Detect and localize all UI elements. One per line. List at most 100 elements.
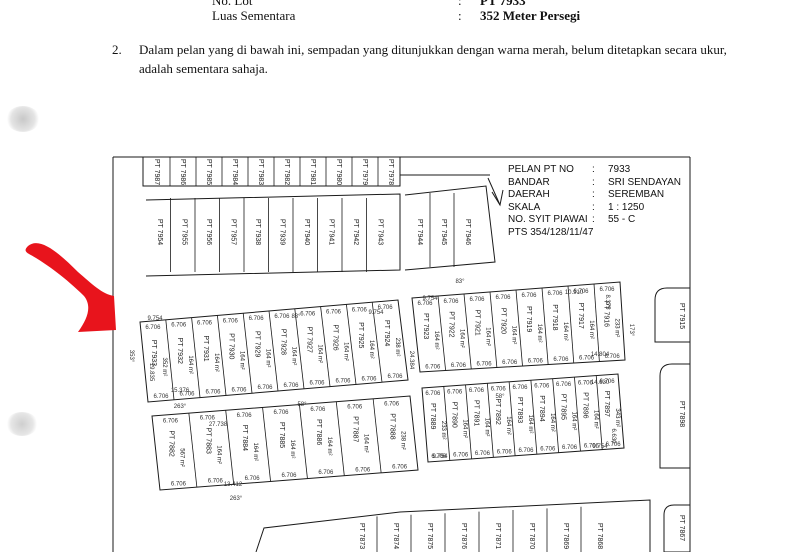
lot-label: PT 7921: [474, 309, 481, 335]
lot-area: 164 m²: [433, 331, 439, 350]
lot-label-row2: PT 7938: [254, 219, 261, 245]
dim-label: 6.706: [477, 361, 493, 367]
lot-area: 164 m²: [571, 412, 577, 431]
lot-area: 164 m²: [213, 353, 219, 372]
dim-label: 6.706: [200, 416, 216, 422]
lot-label-bottom: PT 7870: [528, 523, 535, 549]
dim-label: 6.706: [556, 382, 572, 388]
lot-divider: [567, 285, 575, 364]
dim-label: 6.706: [352, 307, 368, 313]
info-value: 55 - C: [608, 214, 636, 225]
bearing-label: 173°: [628, 324, 634, 337]
dim-label: 6.706: [310, 407, 326, 413]
dim-label: 6.706: [347, 404, 363, 410]
luas-value: 352 Meter Persegi: [480, 8, 581, 23]
info-value: 7933: [608, 164, 631, 175]
lot-label: PT 7925: [357, 322, 364, 348]
lot-label-top: PT 7980: [335, 159, 342, 185]
dim-label: 6.706: [534, 383, 550, 389]
lot-area: 164 m²: [536, 324, 542, 343]
dim-label: 6.706: [281, 473, 297, 479]
dim-label: 6.706: [512, 385, 528, 391]
lot-label-top: PT 7986: [179, 159, 186, 185]
lot-label-top: PT 7985: [205, 159, 212, 185]
lot-label-row2: PT 7940: [303, 219, 310, 245]
lot-label: PT 7916: [603, 301, 610, 327]
lot-area: 164 m²: [326, 437, 332, 456]
dim-label: 6.706: [237, 413, 253, 419]
dim-label: 6.706: [223, 318, 239, 324]
dim-label: 6.706: [475, 451, 491, 457]
lot-label: PT 7923: [422, 313, 429, 339]
lot-divider: [262, 407, 271, 482]
lot-label-row2: PT 7954: [156, 219, 163, 245]
lot-label: PT 7931: [202, 335, 209, 361]
dim-label: 6.706: [208, 479, 224, 485]
dim-label: 6.706: [606, 442, 622, 448]
info-row: PELAN PT NO : 7933: [508, 164, 681, 177]
lot-area: 164 m²: [187, 355, 193, 374]
dim-label: 6.706: [599, 287, 615, 293]
lot-label-row2: PT 7943: [377, 219, 384, 245]
dim-label: 6.706: [573, 289, 589, 295]
lot-divider: [465, 384, 472, 459]
bearing-label: 263°: [174, 404, 187, 410]
dim-label: 9.754: [422, 296, 438, 302]
info-reference: PTS 354/128/11/47: [508, 226, 594, 238]
lot-label: PT 7926: [331, 324, 338, 350]
lot-label: PT 7890: [451, 401, 458, 427]
dim-label: 6.706: [579, 355, 595, 361]
margin-smudge: [6, 106, 40, 132]
lot-label: PT 7918: [551, 304, 558, 330]
lot-area: 343 m²: [614, 408, 620, 427]
dim-label: 6.706: [584, 443, 600, 449]
lot-area: 164 m²: [252, 443, 258, 462]
dim-label: 6.706: [451, 363, 467, 369]
luas-colon: :: [458, 8, 462, 23]
dim-label: 6.706: [274, 314, 290, 320]
lot-label-row2: PT 7944: [416, 219, 423, 245]
lot-divider: [242, 313, 253, 394]
dim-label: 14.804: [591, 352, 610, 358]
plan-info-box: PELAN PT NO : 7933 BANDAR : SRI SENDAYAN…: [508, 164, 681, 239]
dim-label: 6.706: [163, 419, 179, 425]
lot-label-row2: PT 7955: [181, 219, 188, 245]
lot-area: 164 m²: [485, 327, 491, 346]
lot-label-bottom: PT 7873: [358, 523, 365, 549]
lot-divider: [541, 287, 549, 365]
lot-label: PT 7888: [389, 413, 396, 439]
lot-label-bottom: PT 7876: [460, 523, 467, 549]
no-lot-label: No. Lot: [212, 0, 253, 8]
bearing-label: 263°: [230, 496, 243, 502]
lot-area: 164 m²: [289, 440, 295, 459]
dim-label: 6.706: [378, 305, 394, 311]
dim-label: 6.706: [318, 470, 334, 476]
lot-divider: [371, 302, 383, 383]
lot-label-row2: PT 7957: [230, 219, 237, 245]
lot-label-right: PT 7898: [678, 401, 685, 427]
lot-label-bottom: PT 7874: [392, 523, 399, 549]
lot-label-row2: PT 7941: [328, 219, 335, 245]
dim-label: 6.706: [283, 383, 299, 389]
lot-label: PT 7883: [204, 428, 211, 454]
lot-divider: [515, 289, 523, 367]
lot-label: PT 7893: [516, 397, 523, 423]
info-colon: :: [592, 189, 595, 200]
lot-divider: [188, 413, 198, 488]
dim-label: 6.706: [355, 467, 371, 473]
lot-label: PT 7930: [228, 333, 235, 359]
lot-area: 164 m²: [510, 326, 516, 345]
dim-label: 6.706: [469, 297, 485, 303]
dim-label: 6.630: [610, 428, 616, 444]
lot-divider: [463, 293, 472, 370]
dim-label: 15.376: [171, 388, 190, 394]
info-value: SEREMBAN: [608, 189, 665, 200]
dim-label: 6.706: [326, 310, 342, 316]
lot-label-bottom: PT 7871: [494, 523, 501, 549]
lot-label: PT 7917: [577, 302, 584, 328]
info-value: 1 : 1250: [608, 201, 645, 213]
lot-label: PT 7894: [538, 395, 545, 421]
lot-divider: [165, 319, 175, 400]
info-colon: :: [592, 176, 595, 188]
